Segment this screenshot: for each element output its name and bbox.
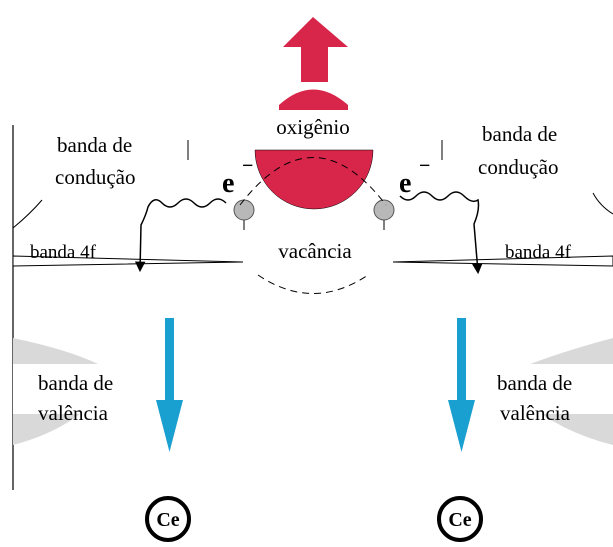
- right-cerium-atom: Ce: [437, 496, 483, 542]
- left-conduction-band-shape: [12, 199, 43, 229]
- right-cerium-side: banda de condução banda 4f banda de valê…: [373, 122, 613, 542]
- left-4f-band-shape: [12, 255, 244, 267]
- right-cerium-label: Ce: [448, 509, 471, 531]
- vacancy-dashed-arc-upper: [239, 157, 387, 206]
- oxygen-sphere-top: [279, 89, 348, 110]
- left-wavy-arrow: [134, 198, 227, 273]
- left-valence-label-line2: valência: [38, 401, 109, 425]
- right-4f-band-shape: [392, 255, 613, 267]
- right-valence-label-line1: banda de: [497, 371, 572, 395]
- vacancy-label: vacância: [278, 239, 352, 263]
- left-4f-label: banda 4f: [30, 242, 97, 263]
- left-cerium-label: Ce: [156, 509, 179, 531]
- right-valence-label-line2: valência: [500, 401, 571, 425]
- left-cerium-atom: Ce: [145, 496, 191, 542]
- left-valence-label-bg: [13, 364, 141, 414]
- right-4f-label: banda 4f: [505, 242, 572, 263]
- oxygen-center: oxigênio vacância: [187, 17, 443, 294]
- right-conduction-label-line2: condução: [478, 155, 558, 179]
- left-blue-down-arrow: [156, 318, 183, 452]
- left-electron: e −: [222, 155, 255, 230]
- red-up-arrow: [283, 17, 348, 82]
- left-conduction-label-line2: condução: [55, 165, 135, 189]
- left-valence-label-line1: banda de: [38, 371, 113, 395]
- vacancy-dashed-arc-lower: [257, 274, 369, 294]
- left-electron-label: e: [222, 168, 234, 199]
- left-conduction-label-line1: banda de: [57, 133, 132, 157]
- right-electron-label: e: [399, 168, 411, 199]
- right-blue-down-arrow: [448, 318, 475, 452]
- left-cerium-side: banda de condução banda 4f banda de valê…: [12, 125, 255, 542]
- right-wavy-arrow: [399, 191, 483, 275]
- oxygen-label: oxigênio: [276, 115, 350, 139]
- right-conduction-band-shape: [592, 192, 613, 215]
- right-conduction-label-line1: banda de: [482, 122, 557, 146]
- left-electron-charge: −: [242, 155, 253, 177]
- right-electron: e −: [373, 155, 430, 230]
- right-valence-label-bg: [492, 364, 613, 414]
- oxygen-sphere-main: [254, 149, 374, 210]
- right-electron-charge: −: [419, 155, 430, 177]
